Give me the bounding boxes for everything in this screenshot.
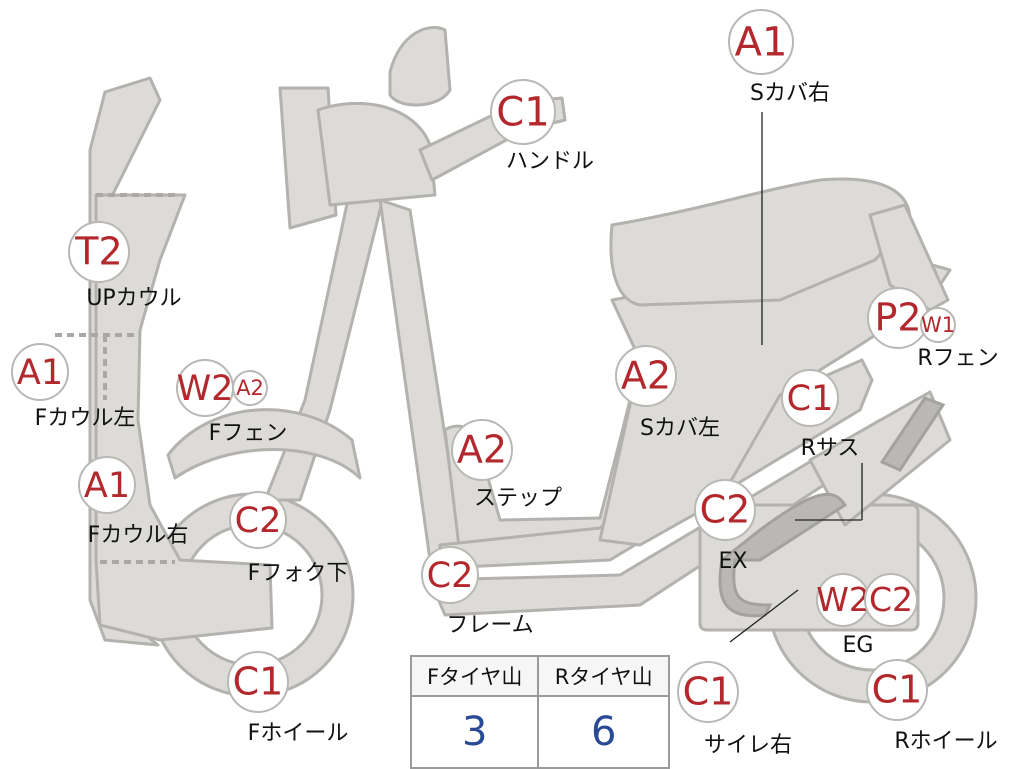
part-label-silencer-right: サイレ右	[704, 733, 792, 758]
windshield	[388, 25, 452, 107]
badge-circle	[728, 9, 794, 75]
part-label-scover-left: Sカバ左	[640, 416, 720, 441]
part-label-ffender: Fフェン	[209, 421, 288, 446]
grade-badge-silencer-right: C1	[677, 661, 739, 723]
grade-text: A1	[17, 353, 63, 393]
grade-text: A1	[735, 19, 788, 65]
rear-suspension	[879, 396, 946, 472]
badge-circle	[490, 79, 556, 145]
part-label-step: ステップ	[474, 486, 562, 511]
grade-badge-frame: C2	[421, 546, 479, 604]
badge-circle	[866, 659, 928, 721]
part-label-frame: フレーム	[446, 613, 533, 638]
front-cowl-panel	[94, 193, 274, 642]
badge-circle	[694, 479, 756, 541]
rear-tire-tread-value: 6	[537, 695, 670, 769]
grade-badge-fwheel: C1	[227, 651, 289, 713]
grade-text: A1	[84, 466, 130, 506]
grade-text: C1	[787, 379, 834, 419]
part-label-rfender: Rフェン	[917, 346, 998, 371]
grade-badge-ffender-1: W2	[176, 359, 234, 417]
part-label-rwheel: Rホイール	[894, 729, 997, 754]
grade-badge-ex: C2	[694, 479, 756, 541]
badge-circle	[781, 369, 839, 427]
grade-text: C1	[872, 668, 923, 712]
badge-circle	[421, 546, 479, 604]
part-label-fcowl-left: Fカウル左	[35, 406, 136, 431]
grade-text: W2	[816, 580, 870, 619]
grade-text: C1	[496, 89, 549, 135]
rear-tail	[868, 203, 950, 312]
grade-badge-upcowl: T2	[68, 221, 130, 283]
grade-text: A2	[457, 428, 507, 472]
head-block	[316, 102, 437, 207]
grade-text: C2	[869, 580, 913, 619]
badge-circle	[451, 419, 513, 481]
front-tire-tread-header: Fタイヤ山	[409, 655, 540, 697]
part-label-fcowl-right: Fカウル右	[88, 523, 189, 548]
part-label-scover-right: Sカバ右	[750, 81, 830, 106]
grade-text: W1	[921, 313, 955, 337]
front-fender	[166, 408, 362, 480]
badge-circle	[229, 491, 287, 549]
badge-circle	[232, 370, 268, 406]
grade-badge-scover-right: A1	[728, 9, 794, 75]
part-label-eg: EG	[843, 633, 874, 658]
grade-badge-rfender-1: P2	[867, 287, 929, 349]
part-label-ffork-lower: Fフォク下	[248, 561, 349, 586]
badge-circle	[78, 456, 136, 514]
badge-circle	[615, 345, 677, 407]
grade-text: C2	[427, 556, 474, 596]
seat	[609, 177, 912, 307]
grade-badge-fcowl-right: A1	[78, 456, 136, 514]
badge-circle	[68, 221, 130, 283]
badge-circle	[864, 573, 918, 627]
grade-badge-rwheel: C1	[866, 659, 928, 721]
grade-badge-handle: C1	[490, 79, 556, 145]
grade-badge-eg-1: W2	[816, 573, 870, 627]
grade-badge-ffork-lower: C2	[229, 491, 287, 549]
grade-text: T2	[74, 230, 122, 274]
grade-badge-eg-2: C2	[864, 573, 918, 627]
badge-circle	[11, 343, 69, 401]
grade-text: P2	[874, 296, 921, 340]
grade-text: C1	[683, 670, 734, 714]
badge-circle	[677, 661, 739, 723]
exhaust-pipe	[718, 493, 848, 618]
grade-badge-step: A2	[451, 419, 513, 481]
part-label-ex: EX	[719, 549, 748, 574]
rear-tire-tread-header: Rタイヤ山	[537, 655, 670, 697]
tire-tread-table: Fタイヤ山 Rタイヤ山 3 6	[409, 655, 670, 769]
part-labels: ハンドル Sカバ右 UPカウル Fカウル左 Fフェン Fカウル右 Fフォク下 Fホイール ステッ…	[35, 81, 999, 758]
grade-text: C2	[700, 488, 751, 532]
grade-badge-fcowl-left: A1	[11, 343, 69, 401]
grade-text: A2	[236, 376, 264, 400]
front-tire-tread-value: 3	[409, 695, 540, 769]
part-label-rsus: Rサス	[801, 436, 860, 461]
grade-text: W2	[177, 369, 234, 409]
grade-badge-ffender-2: A2	[232, 370, 268, 406]
badge-circle	[227, 651, 289, 713]
grade-text: A2	[621, 354, 671, 398]
grade-badge-scover-left: A2	[615, 345, 677, 407]
frame-downtube	[378, 198, 464, 562]
grade-badge-rfender-2: W1	[920, 307, 956, 343]
grade-text: C1	[233, 660, 284, 704]
grade-text: C2	[235, 501, 282, 541]
part-label-handle: ハンドル	[506, 149, 594, 174]
part-label-fwheel: Fホイール	[248, 721, 349, 746]
badge-circle	[920, 307, 956, 343]
grade-badge-rsus: C1	[781, 369, 839, 427]
part-label-upcowl: UPカウル	[86, 286, 181, 311]
